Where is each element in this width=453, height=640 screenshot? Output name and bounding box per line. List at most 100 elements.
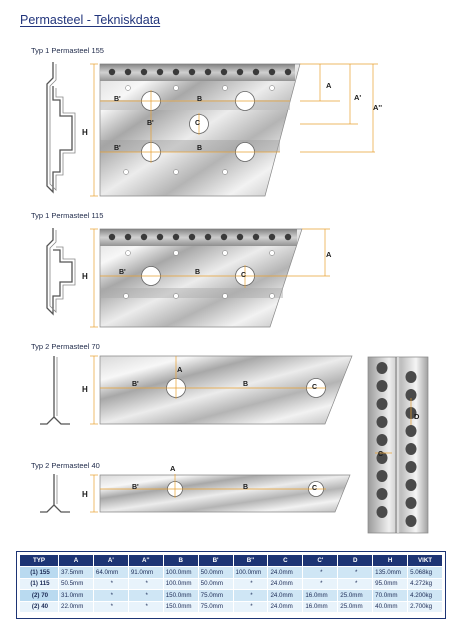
dim-b1-155-mid: B'	[147, 120, 154, 127]
dimension-lines-40	[90, 474, 326, 513]
table-cell: 91.0mm	[127, 566, 164, 579]
section-label-40: Typ 2 Permasteel 40	[31, 461, 100, 470]
table-row: (1) 115 50.5mm * * 100.0mm 50.0mm * 24.0…	[19, 577, 443, 590]
dim-b-115: B	[195, 269, 200, 276]
perforation-row-155	[108, 68, 292, 76]
table-cell: *	[337, 566, 374, 579]
table-cell-typ: (1) 115	[19, 577, 59, 590]
table-cell: 2.700kg	[407, 600, 443, 613]
section-label-115: Typ 1 Permasteel 115	[31, 211, 104, 220]
table-cell: 16.0mm	[302, 600, 339, 613]
table-cell: 150.0mm	[162, 600, 199, 613]
table-cell: 64.0mm	[92, 566, 129, 579]
col-h: H	[372, 554, 409, 567]
small-holes-115	[123, 250, 275, 299]
dim-h-155: H	[82, 128, 88, 137]
profile-drawing-70	[40, 356, 70, 425]
table-cell: 100.0mm	[162, 577, 199, 590]
col-b2: B''	[232, 554, 269, 567]
table-cell: 24.0mm	[267, 577, 304, 590]
dim-b-155-top: B	[197, 96, 202, 103]
spec-table: TYP A A' A'' B B' B'' C C' D H VIKT (1) …	[19, 554, 443, 613]
col-c: C	[267, 554, 304, 567]
table-cell: 31.0mm	[58, 589, 94, 602]
strip-dimension-lines	[375, 398, 412, 454]
table-cell: *	[92, 577, 129, 590]
table-cell: *	[302, 577, 339, 590]
col-typ: TYP	[19, 554, 59, 567]
table-cell: 37.5mm	[58, 566, 94, 579]
vertical-strip	[367, 356, 429, 534]
table-cell: 24.0mm	[267, 600, 304, 613]
dimension-lines-155	[90, 63, 378, 197]
table-cell: 4.200kg	[407, 589, 443, 602]
table-cell-typ: (2) 70	[19, 589, 59, 602]
dim-b1-155-bot: B'	[114, 145, 121, 152]
dim-b1-40: B'	[132, 484, 139, 491]
table-row: (2) 40 22.0mm * * 150.0mm 75.0mm * 24.0m…	[19, 600, 443, 613]
table-cell: 5.068kg	[407, 566, 443, 579]
strip-holes	[376, 362, 417, 527]
dim-a-70: A	[177, 365, 183, 374]
table-cell: *	[232, 600, 269, 613]
dim-c-115: C	[241, 272, 246, 279]
col-b: B	[162, 554, 199, 567]
table-cell: 25.0mm	[337, 600, 374, 613]
table-cell: *	[92, 600, 129, 613]
table-cell: 16.0mm	[302, 589, 339, 602]
col-b1: B'	[197, 554, 234, 567]
table-cell: 50.0mm	[197, 566, 234, 579]
col-c1: C'	[302, 554, 339, 567]
page-title: Permasteel - Tekniskdata	[20, 13, 161, 27]
table-cell: *	[92, 589, 129, 602]
dimension-lines-115	[90, 228, 330, 328]
dimension-lines-70	[90, 355, 326, 425]
dim-a2-155: A''	[373, 103, 382, 112]
panel-115	[99, 228, 303, 328]
table-cell: *	[127, 600, 164, 613]
dim-d-strip: D	[414, 412, 420, 421]
dim-b-40: B	[243, 484, 248, 491]
section-label-155: Typ 1 Permasteel 155	[31, 46, 104, 55]
table-cell: 40.0mm	[372, 600, 409, 613]
col-a: A	[58, 554, 94, 567]
table-cell: 150.0mm	[162, 589, 199, 602]
col-d: D	[337, 554, 374, 567]
table-cell: *	[302, 566, 339, 579]
table-cell: *	[127, 589, 164, 602]
dim-h-40: H	[82, 490, 88, 499]
col-vikt: VIKT	[407, 554, 443, 567]
dim-c1-strip: C	[378, 451, 383, 458]
section-label-70: Typ 2 Permasteel 70	[31, 342, 100, 351]
spec-table-header: TYP A A' A'' B B' B'' C C' D H VIKT	[19, 554, 443, 567]
table-cell: 70.0mm	[372, 589, 409, 602]
table-cell: 24.0mm	[267, 566, 304, 579]
dim-a-155: A	[326, 81, 332, 90]
col-a2: A''	[127, 554, 164, 567]
table-cell: 100.0mm	[232, 566, 269, 579]
profile-drawing-115	[46, 228, 76, 316]
dim-b-70: B	[243, 381, 248, 388]
dim-a-40: A	[170, 464, 176, 473]
col-a1: A'	[92, 554, 129, 567]
profile-drawing-40	[40, 474, 70, 513]
panel-40	[99, 474, 351, 513]
table-cell: 100.0mm	[162, 566, 199, 579]
spec-table-frame	[16, 551, 446, 619]
dim-b1-70: B'	[132, 381, 139, 388]
table-cell-typ: (1) 155	[19, 566, 59, 579]
table-cell: 24.0mm	[267, 589, 304, 602]
dim-h-115: H	[82, 272, 88, 281]
panel-70	[99, 355, 353, 425]
table-cell: *	[127, 577, 164, 590]
dim-b-155-bot: B	[197, 145, 202, 152]
table-row: (1) 155 37.5mm 64.0mm 91.0mm 100.0mm 50.…	[19, 566, 443, 579]
dim-a-115: A	[326, 250, 332, 259]
table-row: (2) 70 31.0mm * * 150.0mm 75.0mm * 24.0m…	[19, 589, 443, 602]
dim-a1-155: A'	[354, 93, 361, 102]
dim-h-70: H	[82, 385, 88, 394]
perforation-row-115	[108, 233, 292, 241]
table-cell: 25.0mm	[337, 589, 374, 602]
table-cell: *	[232, 577, 269, 590]
